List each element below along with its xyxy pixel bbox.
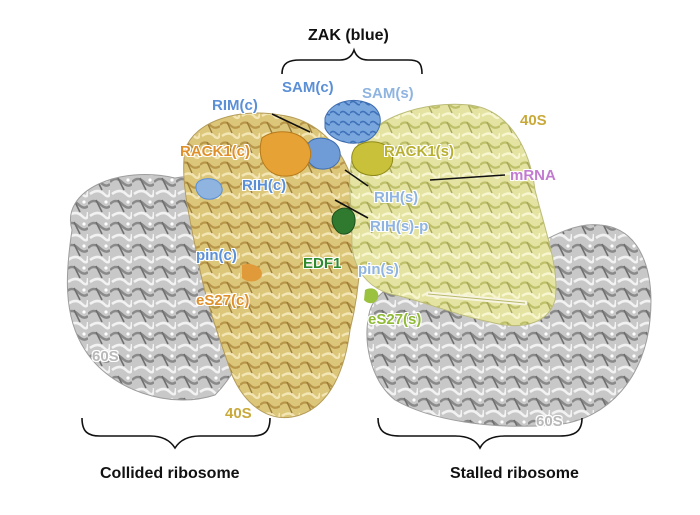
rack1-stalled <box>351 141 394 177</box>
label-40s-top: 40S <box>520 112 547 129</box>
label-rack1-c: RACK1(c) <box>180 143 251 160</box>
label-pin-c: pin(c) <box>196 247 237 264</box>
collided-brace <box>81 417 271 450</box>
label-rack1-s: RACK1(s) <box>384 143 455 160</box>
label-edf1: EDF1 <box>303 255 342 272</box>
label-sam-c: SAM(c) <box>282 79 334 96</box>
label-rih-s: RIH(s) <box>374 189 419 206</box>
zak-rih-domain-c <box>195 178 223 200</box>
es27c-density <box>242 264 262 282</box>
stalled-40s-subunit <box>349 103 557 327</box>
rack1-collided <box>259 131 312 177</box>
label-es27-s: eS27(s) <box>368 311 422 328</box>
label-mrna: mRNA <box>510 167 556 184</box>
label-rim-c: RIM(c) <box>212 97 258 114</box>
caption-stalled: Stalled ribosome <box>450 465 579 482</box>
es27s-density <box>364 288 379 304</box>
label-rih-s-p: RIH(s)-p <box>370 218 429 235</box>
label-es27-c: eS27(c) <box>196 292 250 309</box>
label-rih-c: RIH(c) <box>242 177 287 194</box>
zak-sam-domain <box>324 100 381 144</box>
label-60s-left: 60S <box>92 348 119 365</box>
caption-collided: Collided ribosome <box>100 465 240 482</box>
zak-brace <box>281 47 423 75</box>
edf1-density <box>331 207 356 235</box>
collided-40s-subunit <box>183 112 361 419</box>
figure-title: ZAK (blue) <box>308 27 389 44</box>
label-sam-s: SAM(s) <box>362 85 414 102</box>
stalled-brace <box>377 417 583 450</box>
label-60s-right: 60S <box>536 413 563 430</box>
label-40s-bottom: 40S <box>225 405 252 422</box>
label-pin-s: pin(s) <box>358 261 399 278</box>
